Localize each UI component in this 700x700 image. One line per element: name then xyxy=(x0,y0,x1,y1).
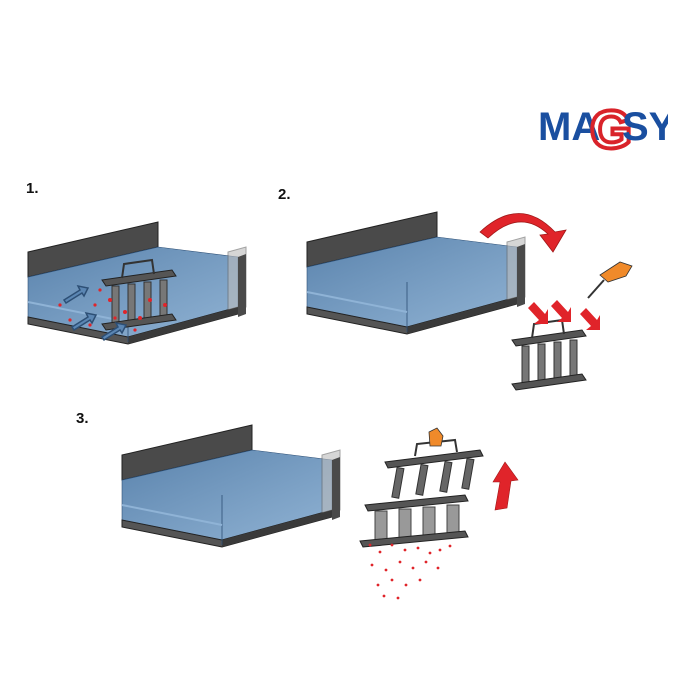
flow-arrows xyxy=(62,284,128,342)
step-2-separator xyxy=(511,319,587,391)
logo-text-g: G xyxy=(590,100,632,158)
falling-particles xyxy=(368,543,452,600)
step-1-label: 1. xyxy=(26,180,39,197)
magnet-core-lifted xyxy=(384,427,484,499)
red-curved-arrow xyxy=(479,213,567,253)
red-up-arrow xyxy=(492,461,519,511)
hand-with-tool xyxy=(587,261,633,299)
particles-step-1 xyxy=(58,288,167,332)
step-2-label: 2. xyxy=(278,186,291,203)
step-3-tank xyxy=(121,424,341,548)
logo-text-sy: SY xyxy=(622,105,668,149)
sleeves xyxy=(359,494,469,548)
logo-text-ma: MA xyxy=(538,105,600,149)
step-3-label: 3. xyxy=(76,410,89,427)
push-arrows xyxy=(528,300,600,330)
magsy-logo: MA G SY xyxy=(538,98,668,158)
